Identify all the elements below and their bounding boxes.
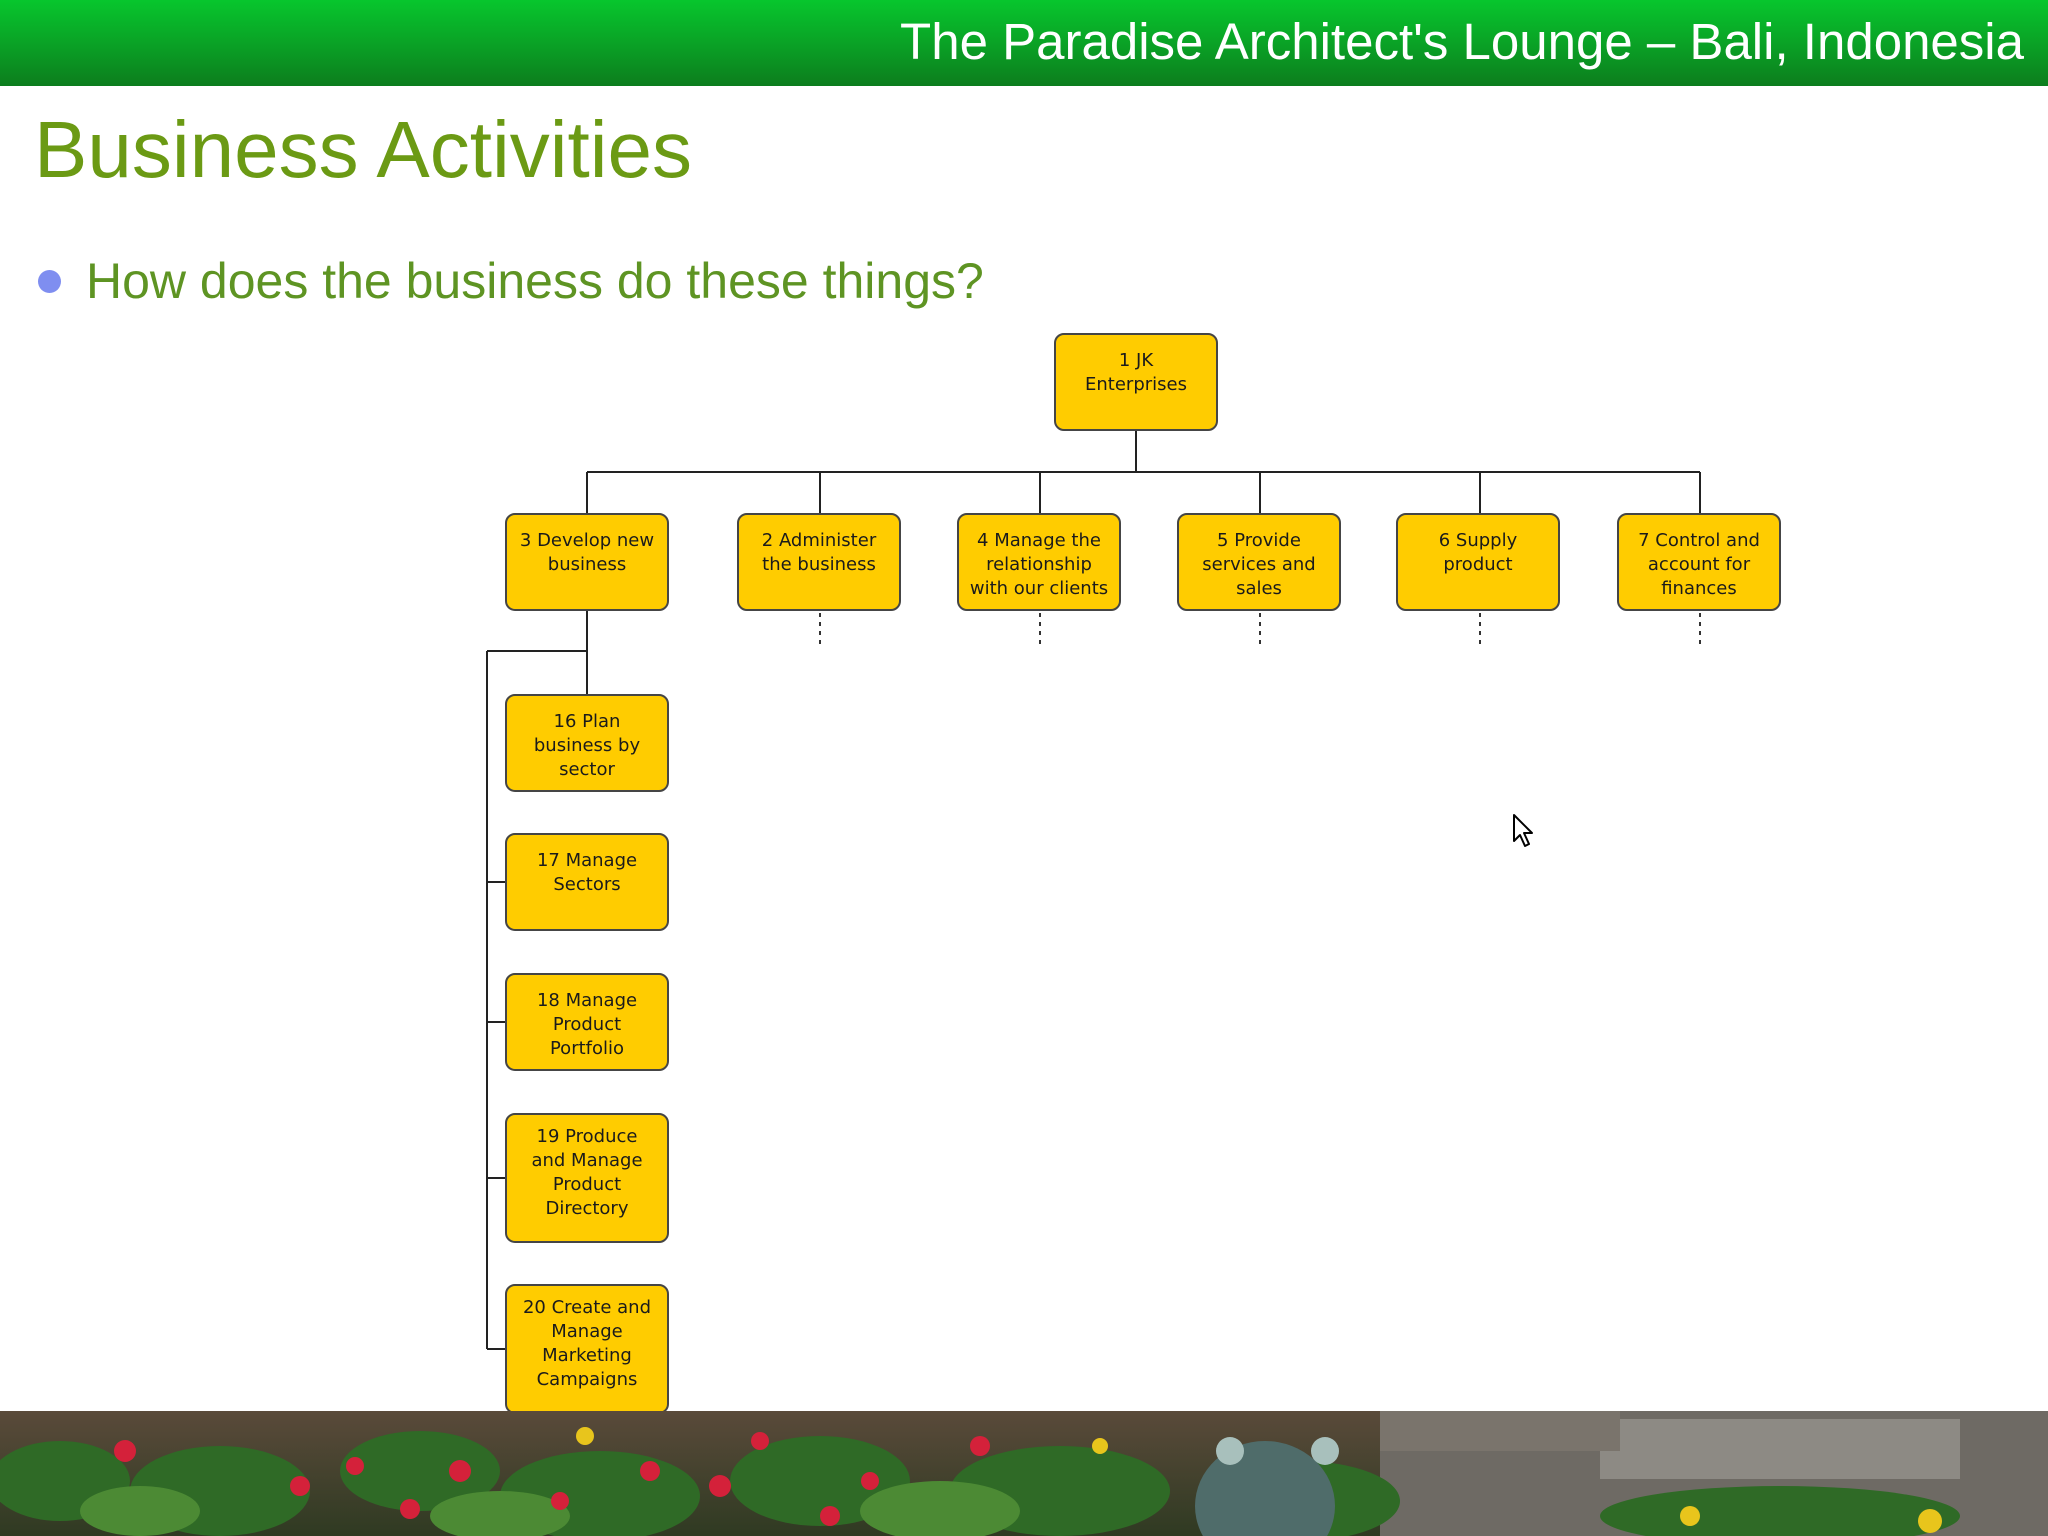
bullet-dot-icon bbox=[38, 270, 61, 293]
slide-header-bar: The Paradise Architect's Lounge – Bali, … bbox=[0, 0, 2048, 86]
node-7-control-and-account-finances[interactable]: 7 Control and account for finances bbox=[1617, 513, 1781, 611]
node-16-plan-business-by-sector[interactable]: 16 Plan business by sector bbox=[505, 694, 669, 792]
garden-photo-strip bbox=[0, 1411, 2048, 1536]
node-1-jk-enterprises[interactable]: 1 JK Enterprises bbox=[1054, 333, 1218, 431]
node-6-supply-product[interactable]: 6 Supply product bbox=[1396, 513, 1560, 611]
node-18-manage-product-portfolio[interactable]: 18 Manage Product Portfolio bbox=[505, 973, 669, 1071]
mouse-pointer-icon bbox=[1513, 814, 1533, 847]
node-19-produce-manage-product-directory[interactable]: 19 Produce and Manage Product Directory bbox=[505, 1113, 669, 1243]
node-3-develop-new-business[interactable]: 3 Develop new business bbox=[505, 513, 669, 611]
node-17-manage-sectors[interactable]: 17 Manage Sectors bbox=[505, 833, 669, 931]
node-5-provide-services-and-sales[interactable]: 5 Provide services and sales bbox=[1177, 513, 1341, 611]
node-4-manage-client-relationship[interactable]: 4 Manage the relationship with our clien… bbox=[957, 513, 1121, 611]
header-title: The Paradise Architect's Lounge – Bali, … bbox=[900, 13, 2024, 70]
node-2-administer-the-business[interactable]: 2 Administer the business bbox=[737, 513, 901, 611]
node-20-create-manage-marketing-campaigns[interactable]: 20 Create and Manage Marketing Campaigns bbox=[505, 1284, 669, 1414]
slide-title: Business Activities bbox=[34, 105, 693, 194]
bullet-text: How does the business do these things? bbox=[86, 253, 984, 309]
